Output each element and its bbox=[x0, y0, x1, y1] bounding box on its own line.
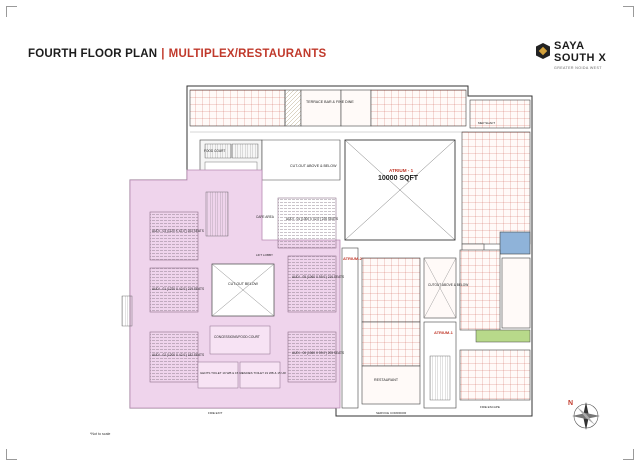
brand-line-2: SOUTH X bbox=[554, 52, 607, 64]
atrium-area-label: 10000 SQFT bbox=[378, 175, 419, 182]
audi-05-label: AUDI - 05 (1060 X 59.0') 216 SEATS bbox=[292, 275, 345, 279]
scale-footnote: *Not to scale bbox=[90, 432, 111, 436]
southeast-shops bbox=[459, 249, 531, 401]
restaurant-label: RESTAURANT bbox=[374, 378, 399, 382]
audi-03-label: AUDI - 03 (1120 X 42.0') 163 SEATS bbox=[152, 229, 204, 233]
lift-lobby-label: LIFT LOBBY bbox=[256, 253, 273, 257]
compass-north-label: N bbox=[568, 400, 574, 407]
ladies-toilet-label: LADIES TOILET 19 WB & 15 UR bbox=[242, 371, 286, 375]
terrace-label: TERRACE BAR & FINE DINE bbox=[306, 100, 354, 104]
crop-mark-bottom-left bbox=[6, 449, 17, 460]
title-separator: | bbox=[161, 48, 165, 60]
cafe-label: CAFE AREA bbox=[256, 215, 274, 219]
crop-mark-bottom-right bbox=[623, 449, 634, 460]
food-court-label: FOOD COURT bbox=[204, 149, 226, 153]
audi-01-label: AUDI - 01 (1220 X 42.0') 219 SEATS bbox=[152, 287, 205, 291]
page-title: FOURTH FLOOR PLAN bbox=[28, 48, 158, 60]
brand-logo: SAYA SOUTH X GREATER NOIDA WEST bbox=[536, 40, 622, 76]
brand-tagline: GREATER NOIDA WEST bbox=[554, 66, 602, 70]
audi-02-label: AUDI - 02 (1200 X 42.0') 182 SEATS bbox=[152, 353, 205, 357]
multiplex-zone bbox=[121, 169, 341, 409]
atrium-1-area bbox=[344, 139, 456, 241]
cutout-arch-label: CUT-OUT ABOVE & BELOW bbox=[290, 164, 337, 168]
audi-04-label: AUDI - 04 (1300 X 42.0') 226 SEATS bbox=[286, 217, 339, 221]
north-shop-row bbox=[189, 89, 531, 133]
fire-exit-label: FIRE EXIT bbox=[208, 411, 223, 415]
cutout-above-below-label: CUTOUT ABOVE & BELOW bbox=[428, 283, 469, 287]
atrium-1-label: ATRIUM - 1 bbox=[389, 168, 414, 173]
central-restaurant-block bbox=[341, 247, 457, 409]
audi-06-label: AUDI - 06 (1060 X 59.0') 205 SEATS bbox=[292, 351, 345, 355]
fire-escape-label: FIRE ESCAPE bbox=[480, 405, 500, 409]
crop-mark-top-right bbox=[623, 6, 634, 17]
mep-shaft-label: MEP SHAFT bbox=[478, 121, 496, 125]
brand-line-1: SAYA bbox=[554, 40, 585, 52]
cutout-below-label: CUT-OUT BELOW bbox=[228, 282, 258, 286]
page-header: FOURTH FLOOR PLAN|MULTIPLEX/RESTAURANTS bbox=[28, 48, 326, 60]
atrium-1-south-label: ATRIUM-1 bbox=[434, 330, 453, 335]
compass-rose-icon bbox=[572, 402, 600, 430]
crop-mark-top-left bbox=[6, 6, 17, 17]
page-subtitle: MULTIPLEX/RESTAURANTS bbox=[168, 48, 327, 60]
service-corridor-label: SERVICE CORRIDOR bbox=[376, 411, 407, 415]
atrium-2-label: ATRIUM-2 bbox=[343, 256, 362, 261]
gents-toilet-label: GENTS TOILET 19 WB & 15 UR bbox=[200, 371, 244, 375]
brand-badge-icon bbox=[536, 43, 550, 59]
east-shop-column bbox=[461, 131, 531, 265]
concessions-label: CONCESSIONS/FOOD COURT bbox=[214, 335, 260, 339]
